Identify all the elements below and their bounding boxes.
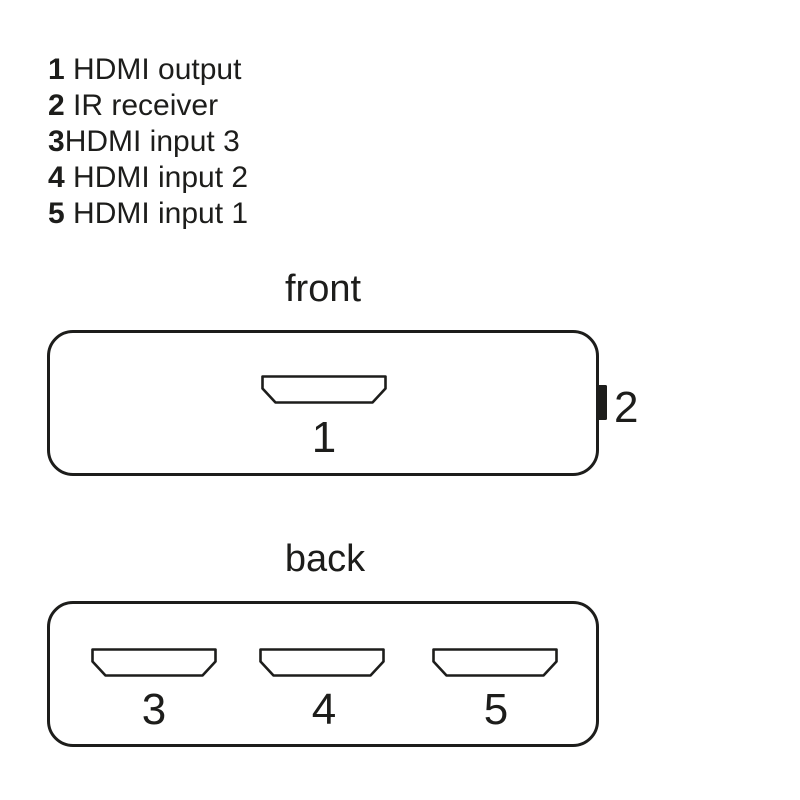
- legend-item-number: 2: [48, 89, 65, 122]
- back-view-title: back: [284, 538, 366, 580]
- port-3-number: 3: [141, 685, 167, 734]
- legend: 1 HDMI output 2 IR receiver 3HDMI input …: [48, 52, 248, 232]
- ir-receiver-number: 2: [614, 383, 639, 432]
- legend-item-label: HDMI input 2: [64, 161, 249, 194]
- legend-item-number: 5: [48, 197, 65, 230]
- legend-item-label: HDMI input 3: [64, 125, 240, 158]
- legend-item-number: 3: [48, 125, 65, 158]
- legend-item-label: IR receiver: [64, 89, 219, 122]
- hdmi-input-2-port-icon: [259, 648, 385, 677]
- hdmi-input-1-port-icon: [432, 648, 558, 677]
- legend-item-label: HDMI output: [64, 53, 242, 86]
- port-4-number: 4: [311, 685, 337, 734]
- legend-item-number: 1: [48, 53, 65, 86]
- legend-item: 2 IR receiver: [48, 88, 248, 124]
- hdmi-input-3-port-icon: [91, 648, 217, 677]
- hdmi-output-port-icon: [261, 375, 387, 404]
- front-view-title: front: [284, 268, 362, 310]
- legend-item: 3HDMI input 3: [48, 124, 248, 160]
- port-5-number: 5: [483, 685, 509, 734]
- ir-receiver-icon: [596, 385, 607, 420]
- legend-item: 5 HDMI input 1: [48, 196, 248, 232]
- legend-item: 4 HDMI input 2: [48, 160, 248, 196]
- legend-item-label: HDMI input 1: [64, 197, 249, 230]
- port-1-number: 1: [311, 413, 337, 462]
- legend-item-number: 4: [48, 161, 65, 194]
- legend-item: 1 HDMI output: [48, 52, 248, 88]
